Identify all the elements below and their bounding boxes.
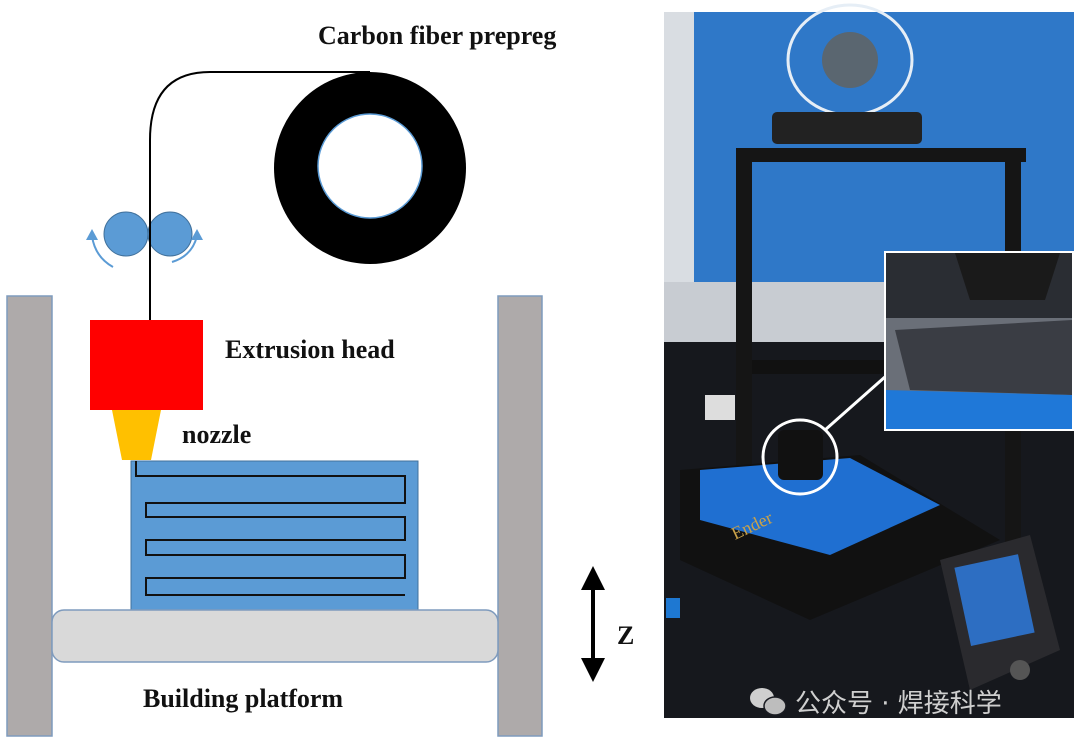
label-z-axis: Z (617, 621, 634, 650)
z-axis-arrow-icon (581, 566, 605, 682)
printed-part (130, 460, 419, 612)
printer-photo: Ender 公众号 · 焊接科学 (664, 3, 1074, 719)
detail-inset (884, 251, 1074, 431)
wechat-icon (750, 688, 787, 716)
spool-hole (317, 113, 423, 219)
left-wall (6, 295, 53, 737)
filament-line (149, 71, 370, 320)
watermark-text: 公众号 · 焊接科学 (795, 689, 1002, 719)
label-building-platform: Building platform (143, 684, 343, 713)
highlight-circle (761, 418, 839, 496)
label-nozzle: nozzle (182, 420, 251, 449)
building-platform (51, 609, 499, 663)
right-wall (497, 295, 543, 737)
label-extrusion-head: Extrusion head (225, 335, 395, 364)
schematic: Carbon fiber prepreg Extrusion head nozz… (6, 21, 634, 737)
label-carbon-fiber-prepreg: Carbon fiber prepreg (318, 21, 556, 50)
nozzle (112, 410, 161, 460)
extrusion-head (90, 320, 203, 410)
deposition-path (135, 461, 406, 596)
feed-roller-left (103, 211, 149, 257)
feed-roller-right (147, 211, 193, 257)
